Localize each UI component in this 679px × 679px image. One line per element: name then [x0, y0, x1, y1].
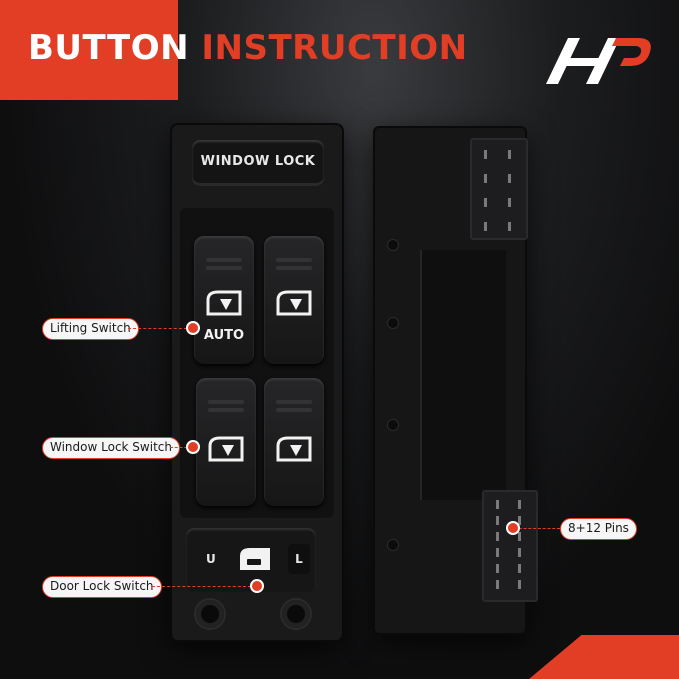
callout-window-lock-switch-label: Window Lock Switch	[50, 440, 172, 454]
leader-line	[170, 447, 192, 448]
mounting-screw	[282, 600, 310, 628]
title-word-2: INSTRUCTION	[201, 28, 468, 68]
driver-window-switch[interactable]: AUTO	[194, 236, 254, 364]
rear-rivet	[388, 318, 398, 328]
marker-dot	[252, 581, 262, 591]
auto-label: AUTO	[203, 328, 245, 343]
brand-logo-icon	[546, 38, 651, 84]
upper-connector	[470, 138, 528, 240]
door-unlock-label: U	[206, 552, 216, 566]
callout-door-lock-switch: Door Lock Switch	[42, 576, 162, 598]
lower-connector	[482, 490, 538, 602]
callout-window-lock-switch: Window Lock Switch	[42, 437, 180, 459]
rear-right-window-switch[interactable]	[264, 378, 324, 506]
rear-left-window-switch[interactable]	[196, 378, 256, 506]
callout-door-lock-switch-label: Door Lock Switch	[50, 579, 154, 593]
mounting-screw	[196, 600, 224, 628]
passenger-window-switch[interactable]	[264, 236, 324, 364]
callout-lifting-switch-label: Lifting Switch	[50, 321, 131, 335]
title-word-1: BUTTON	[28, 28, 190, 68]
window-up-down-icon	[276, 290, 312, 316]
page-title: BUTTON INSTRUCTION	[28, 28, 468, 68]
window-lock-button[interactable]: WINDOW LOCK	[192, 140, 324, 186]
leader-line	[514, 528, 560, 529]
callout-lifting-switch: Lifting Switch	[42, 318, 139, 340]
window-up-down-icon	[206, 290, 242, 316]
window-up-down-icon	[208, 436, 244, 462]
rear-rivet	[388, 540, 398, 550]
callout-pins-label: 8+12 Pins	[568, 521, 629, 535]
marker-dot	[188, 442, 198, 452]
corner-accent	[529, 635, 679, 679]
callout-pins: 8+12 Pins	[560, 518, 637, 540]
marker-dot	[508, 523, 518, 533]
rear-housing-channel	[420, 250, 506, 500]
leader-line	[128, 328, 192, 329]
door-lock-label: L	[288, 544, 310, 574]
window-lock-label: WINDOW LOCK	[200, 154, 316, 169]
rear-rivet	[388, 420, 398, 430]
door-lock-icon	[240, 548, 270, 570]
marker-dot	[188, 323, 198, 333]
leader-line	[152, 586, 256, 587]
window-up-down-icon	[276, 436, 312, 462]
rear-rivet	[388, 240, 398, 250]
